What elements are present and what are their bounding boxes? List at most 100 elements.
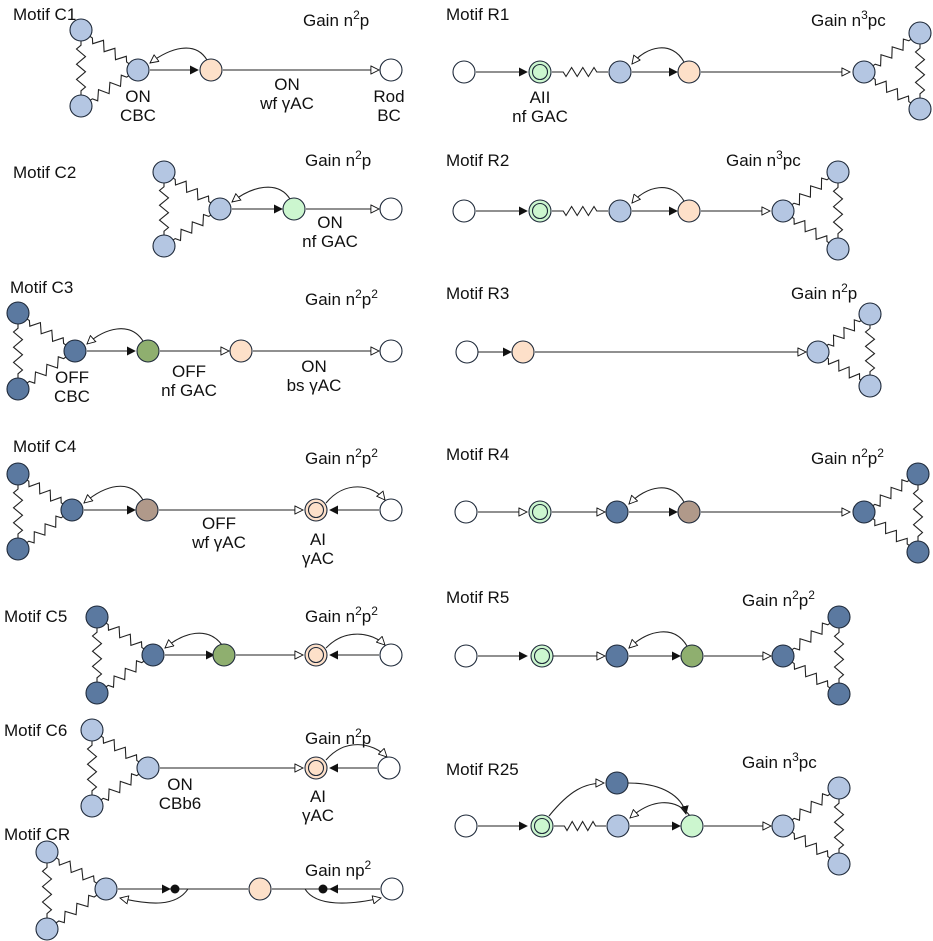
cell-circle xyxy=(212,643,236,667)
cell-circle-inner-ring xyxy=(531,63,549,81)
cell-label-c1-0-line1: ON xyxy=(125,87,151,106)
cell-circle xyxy=(908,21,932,45)
cell-label-c3-0-line1: OFF xyxy=(55,368,89,387)
feedback-arc xyxy=(165,632,223,648)
cell-circle xyxy=(852,60,876,84)
cell-circle xyxy=(377,756,401,780)
cell-circle-inner-ring xyxy=(307,759,325,777)
cell-circle xyxy=(677,500,701,524)
cell-label-c3-0-line2: CBC xyxy=(54,387,90,406)
feedback-arc xyxy=(548,783,604,817)
cell-circle-inner-ring xyxy=(531,202,549,220)
gap-junction-resistor-icon xyxy=(46,851,107,890)
cell-circle xyxy=(69,94,93,118)
cell-label-c1-1-line1: ON xyxy=(274,75,300,94)
gap-junction-resistor-icon xyxy=(552,205,608,217)
cell-circle xyxy=(908,97,932,121)
gain-label-r25: Gain n3pc xyxy=(742,750,817,772)
cell-circle xyxy=(605,500,629,524)
gap-junction-resistor-icon xyxy=(914,33,926,109)
cell-circle xyxy=(906,540,930,564)
motif-title-r4: Motif R4 xyxy=(446,445,509,464)
gap-junction-resistor-icon xyxy=(782,655,840,695)
cell-label-c2-0-line2: nf GAC xyxy=(302,232,358,251)
cell-circle xyxy=(827,852,851,876)
gap-junction-resistor-icon xyxy=(91,617,103,693)
gap-junction-resistor-icon xyxy=(91,729,149,769)
feedback-arc xyxy=(627,782,689,815)
cell-circle xyxy=(858,374,882,398)
gap-junction-resistor-icon xyxy=(75,30,87,106)
feedback-arc xyxy=(630,802,691,818)
gain-label-r2: Gain n3pc xyxy=(726,148,801,170)
gap-junction-resistor-icon xyxy=(554,820,606,832)
cell-circle xyxy=(680,644,704,668)
gap-junction-resistor-icon xyxy=(782,616,840,657)
gain-label-c2: Gain n2p xyxy=(305,148,371,170)
cell-label-c3-2-line1: ON xyxy=(301,357,327,376)
cell-label-c1-0-line2: CBC xyxy=(120,106,156,125)
cell-circle xyxy=(677,199,701,223)
motif-title-c3: Motif C3 xyxy=(10,278,73,297)
feedback-arc xyxy=(632,187,685,203)
cell-circle xyxy=(136,756,160,780)
gap-junction-resistor-icon xyxy=(163,208,221,247)
motif-title-r5: Motif R5 xyxy=(446,588,509,607)
gap-junction-resistor-icon xyxy=(80,29,139,71)
cell-label-c3-1-line1: OFF xyxy=(172,362,206,381)
cell-circle xyxy=(136,339,160,363)
gap-junction-resistor-icon xyxy=(832,172,844,249)
cell-label-c1-1-line2: wf γAC xyxy=(259,94,314,113)
cell-circle xyxy=(455,340,479,364)
cell-circle-inner-ring xyxy=(307,646,325,664)
cell-circle xyxy=(454,500,478,524)
cell-circle xyxy=(677,60,701,84)
gain-label-c1: Gain n2p xyxy=(303,8,369,30)
cell-circle xyxy=(826,160,850,184)
cell-label-c1-2-line2: BC xyxy=(377,106,401,125)
gap-junction-resistor-icon xyxy=(17,473,73,511)
gain-label-r3: Gain n2p xyxy=(791,281,857,303)
cell-label-c3-2-line2: bs γAC xyxy=(287,376,342,395)
cell-circle xyxy=(60,498,84,522)
motif-title-cr: Motif CR xyxy=(4,825,70,844)
cell-circle xyxy=(605,771,629,795)
cell-circle xyxy=(379,498,403,522)
cell-circle xyxy=(906,462,930,486)
cell-label-c6-0-line1: ON xyxy=(167,775,193,794)
cell-circle xyxy=(454,814,478,838)
cell-circle xyxy=(379,58,403,82)
cell-circle xyxy=(511,340,535,364)
cell-circle xyxy=(771,199,795,223)
gap-junction-resistor-icon xyxy=(912,474,924,552)
dot-synapse-icon xyxy=(170,884,180,894)
cell-label-c6-1-line1: AI xyxy=(310,787,326,806)
gap-junction-resistor-icon xyxy=(863,511,919,553)
gap-junction-resistor-icon xyxy=(833,617,845,694)
cell-circle xyxy=(852,500,876,524)
gap-junction-resistor-icon xyxy=(17,312,76,352)
cell-circle xyxy=(35,840,59,864)
gap-junction-resistor-icon xyxy=(863,473,919,513)
gap-junction-resistor-icon xyxy=(12,313,24,389)
feedback-arc xyxy=(87,328,144,344)
feedback-arc xyxy=(232,186,291,202)
cell-label-c4-1-line2: γAC xyxy=(302,549,334,568)
cell-circle xyxy=(452,60,476,84)
cell-circle xyxy=(827,776,851,800)
cell-circle xyxy=(826,237,850,261)
cell-circle xyxy=(680,814,704,838)
cell-label-c2-0-line1: ON xyxy=(317,213,343,232)
cell-circle xyxy=(380,877,404,901)
gap-junction-resistor-icon xyxy=(863,32,921,73)
cell-circle xyxy=(771,814,795,838)
cell-circle xyxy=(606,814,630,838)
cell-circle xyxy=(379,197,403,221)
cell-circle-inner-ring xyxy=(533,647,551,665)
feedback-arc xyxy=(304,888,381,903)
cell-circle xyxy=(126,58,150,82)
cell-circle xyxy=(229,339,253,363)
